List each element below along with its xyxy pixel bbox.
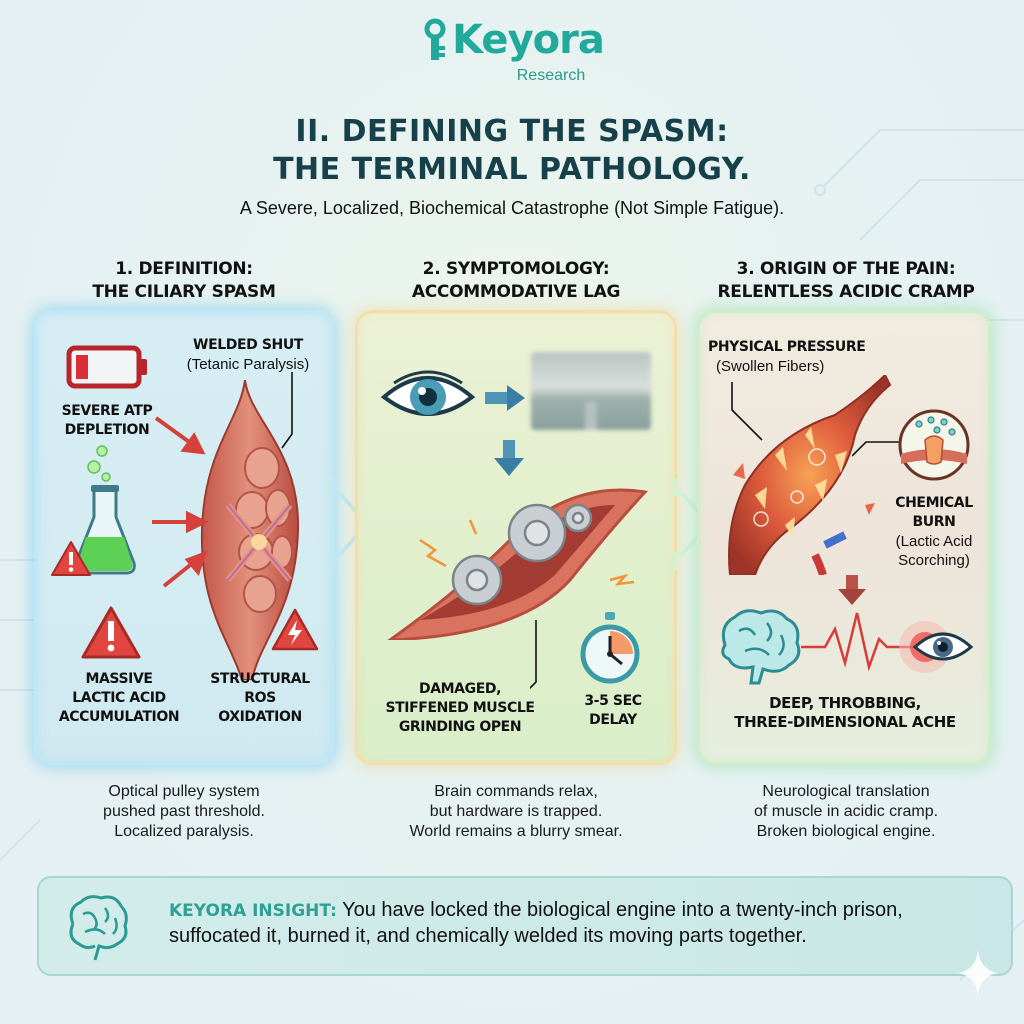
brain-outline-icon bbox=[69, 895, 128, 961]
brand-name: Keyora bbox=[452, 17, 605, 63]
label-delay: 3-5 SEC DELAY bbox=[568, 692, 658, 730]
label-line: DAMAGED, bbox=[418, 681, 502, 697]
insight-label: KEYORA INSIGHT: bbox=[169, 901, 337, 921]
receptor-icon bbox=[898, 409, 970, 481]
label-line: ROS bbox=[244, 690, 276, 706]
label-line: CHEMICAL bbox=[895, 495, 973, 511]
label-line: ACCUMULATION bbox=[58, 709, 180, 725]
arrow-right-icon bbox=[485, 385, 525, 411]
pulse-line-icon bbox=[801, 612, 915, 672]
heading-line: THE CILIARY SPASM bbox=[92, 282, 276, 302]
caption-line: but hardware is trapped. bbox=[429, 803, 603, 820]
column-2-heading: 2. SYMPTOMOLOGY: ACCOMMODATIVE LAG bbox=[356, 258, 676, 304]
title-line-1: II. DEFINING THE SPASM: bbox=[295, 114, 729, 149]
lightning-warning-icon bbox=[271, 608, 319, 651]
caption-line: pushed past threshold. bbox=[103, 803, 265, 820]
muscle-fiber-icon bbox=[200, 380, 300, 680]
caption-line: World remains a blurry smear. bbox=[409, 823, 623, 840]
label-line: DEPLETION bbox=[64, 422, 150, 438]
caption-line: Neurological translation bbox=[762, 783, 930, 800]
heading-line: 2. SYMPTOMOLOGY: bbox=[422, 259, 610, 279]
brand-logo: Keyora Research bbox=[0, 18, 1024, 85]
brain-icon bbox=[721, 609, 801, 685]
arrow-down-icon bbox=[494, 440, 524, 476]
swollen-muscle-icon bbox=[728, 375, 892, 575]
label-line: MASSIVE bbox=[85, 671, 153, 687]
brand-tagline: Research bbox=[516, 67, 586, 84]
heading-line: ACCOMMODATIVE LAG bbox=[411, 282, 621, 302]
warning-icon bbox=[51, 541, 91, 576]
label-sub: (Tetanic Paralysis) bbox=[186, 356, 310, 373]
heading-line: RELENTLESS ACIDIC CRAMP bbox=[717, 282, 975, 302]
caption-column-2: Brain commands relax, but hardware is tr… bbox=[356, 782, 676, 842]
caption-line: Localized paralysis. bbox=[114, 823, 254, 840]
label-sub: (Swollen Fibers) bbox=[716, 358, 825, 375]
red-eye-icon bbox=[899, 621, 974, 673]
label-line: OXIDATION bbox=[218, 709, 302, 725]
heading-line: 1. DEFINITION: bbox=[115, 259, 253, 279]
leader-line bbox=[281, 372, 293, 449]
label-chemical-burn: CHEMICAL BURN (Lactic Acid Scorching) bbox=[870, 494, 998, 570]
leader-line bbox=[852, 441, 904, 457]
leader-line bbox=[530, 620, 537, 690]
label-line: LACTIC ACID bbox=[72, 690, 166, 706]
title-line-2: THE TERMINAL PATHOLOGY. bbox=[273, 152, 751, 187]
label-welded-shut: WELDED SHUT (Tetanic Paralysis) bbox=[168, 336, 328, 374]
low-battery-icon bbox=[66, 345, 147, 389]
page-subtitle: A Severe, Localized, Biochemical Catastr… bbox=[239, 198, 785, 218]
label-ros-oxidation: STRUCTURAL ROS OXIDATION bbox=[190, 670, 330, 727]
label-stiffened-muscle: DAMAGED, STIFFENED MUSCLE GRINDING OPEN bbox=[370, 680, 550, 737]
label-atp-depletion: SEVERE ATP DEPLETION bbox=[52, 402, 162, 440]
insight-box: KEYORA INSIGHT: You have locked the biol… bbox=[37, 876, 1013, 976]
label-line: PHYSICAL PRESSURE bbox=[708, 339, 866, 355]
caption-column-3: Neurological translation of muscle in ac… bbox=[686, 782, 1006, 842]
caption-line: Broken biological engine. bbox=[756, 823, 936, 840]
label-lactic-acid: MASSIVE LACTIC ACID ACCUMULATION bbox=[44, 670, 194, 727]
label-sub: (Lactic Acid bbox=[895, 533, 973, 550]
blurry-road-image bbox=[531, 352, 651, 430]
warning-icon bbox=[81, 606, 141, 659]
heading-line: 3. ORIGIN OF THE PAIN: bbox=[736, 259, 956, 279]
caption-line: Brain commands relax, bbox=[434, 783, 598, 800]
label-line: GRINDING OPEN bbox=[398, 719, 522, 735]
stopwatch-icon bbox=[580, 612, 640, 684]
label-line: SEVERE ATP bbox=[61, 403, 153, 419]
leader-line bbox=[731, 382, 763, 441]
column-1-heading: 1. DEFINITION: THE CILIARY SPASM bbox=[24, 258, 344, 304]
key-icon bbox=[424, 18, 446, 60]
caption-column-1: Optical pulley system pushed past thresh… bbox=[24, 782, 344, 842]
label-line: 3-5 SEC bbox=[584, 693, 642, 709]
red-arrows bbox=[152, 416, 209, 588]
label-line: STIFFENED MUSCLE bbox=[385, 700, 535, 716]
brain-pain-signal-icon bbox=[721, 609, 974, 685]
insight-text: KEYORA INSIGHT: You have locked the biol… bbox=[169, 898, 989, 949]
label-throbbing-ache: DEEP, THROBBING, THREE-DIMENSIONAL ACHE bbox=[700, 694, 990, 732]
insight-body: You have locked the biological engine in… bbox=[169, 899, 903, 947]
label-sub: Scorching) bbox=[898, 552, 970, 569]
caption-line: of muscle in acidic cramp. bbox=[753, 803, 939, 820]
page-title: II. DEFINING THE SPASM: THE TERMINAL PAT… bbox=[0, 113, 1024, 189]
label-line: THREE-DIMENSIONAL ACHE bbox=[734, 713, 956, 731]
label-line: STRUCTURAL bbox=[210, 671, 310, 687]
label-line: DEEP, THROBBING, bbox=[769, 694, 921, 712]
sparkle-icon bbox=[958, 950, 998, 996]
flask-icon bbox=[74, 445, 136, 575]
column-3-heading: 3. ORIGIN OF THE PAIN: RELENTLESS ACIDIC… bbox=[686, 258, 1006, 304]
label-line: DELAY bbox=[589, 712, 637, 728]
label-line: BURN bbox=[912, 514, 956, 530]
gears-muscle-icon bbox=[387, 488, 648, 640]
eye-icon bbox=[380, 370, 476, 416]
label-line: WELDED SHUT bbox=[193, 337, 303, 353]
arrow-down-icon bbox=[838, 575, 866, 605]
label-physical-pressure: PHYSICAL PRESSURE (Swollen Fibers) bbox=[708, 338, 908, 376]
caption-line: Optical pulley system bbox=[108, 783, 260, 800]
